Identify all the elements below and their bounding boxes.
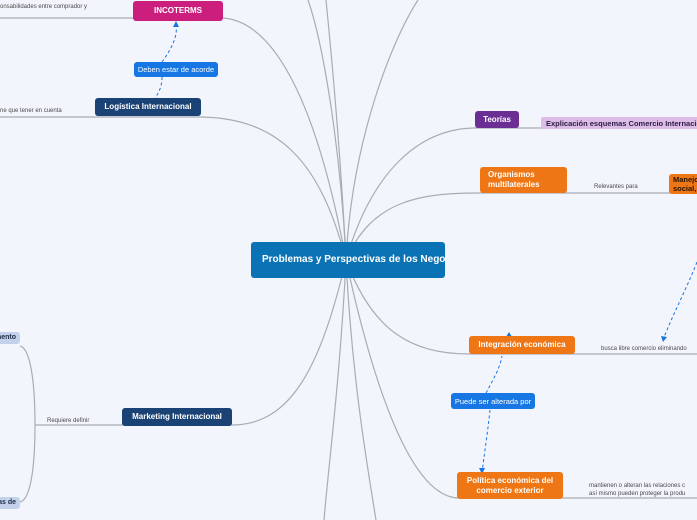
teorias-label: Teorías (483, 114, 511, 124)
incoterms-label: INCOTERMS (154, 6, 202, 16)
puede-relation-label[interactable]: Puede ser alterada por (451, 393, 535, 409)
connector-left-bracket (19, 345, 36, 426)
arrowhead-right (661, 336, 667, 342)
arrowhead-incoterms (173, 21, 179, 27)
marketing-label: Marketing Internacional (132, 412, 222, 422)
integracion-node[interactable]: Integración económica (469, 336, 575, 354)
relation-line-deben-bottom (154, 76, 163, 100)
teorias-node[interactable]: Teorías (475, 111, 519, 128)
arrowhead-integracion (506, 332, 512, 337)
organismos-node[interactable]: Organismos multilaterales (480, 167, 567, 193)
integracion-label: Integración económica (478, 340, 566, 350)
organismos-label: Organismos multilaterales (488, 170, 540, 189)
connector-left-bracket-lower (19, 424, 36, 503)
politica-label: Política económica del comercio exterior (466, 475, 554, 495)
politica-node[interactable]: Política económica del comercio exterior (457, 472, 563, 499)
manejo-node[interactable]: Manejo social, (669, 174, 697, 194)
relation-line-puede-top (485, 355, 503, 394)
marketing-node[interactable]: Marketing Internacional (122, 408, 232, 426)
relation-line-right (662, 261, 697, 341)
central-topic-label: Problemas y Perspectivas de los Negocios… (262, 254, 445, 265)
central-topic[interactable]: Problemas y Perspectivas de los Negocios… (251, 242, 445, 278)
arrowhead-politica (479, 468, 485, 474)
incoterms-node[interactable]: INCOTERMS (133, 1, 223, 21)
relevantes-label: Relevantes para (594, 184, 638, 190)
connector-incoterms (0, 17, 347, 261)
relation-line-deben-top (161, 23, 177, 63)
connector-bottom-2 (345, 259, 377, 520)
asi-mismo-label: así mismo pueden proteger la produ (589, 491, 686, 497)
connector-bottom-1 (323, 259, 347, 520)
connector-teorias (345, 127, 697, 261)
logistica-label: Logística Internacional (104, 102, 192, 112)
connector-top-3 (345, 0, 419, 261)
logistica-node[interactable]: Logística Internacional (95, 98, 201, 116)
mantienen-label: mantienen o alteran las relaciones c (589, 483, 686, 489)
bottom-left-node[interactable]: as de (0, 497, 20, 509)
responsabilidades-label: onsabilidades entre comprador y (0, 4, 88, 10)
connector-organismos (345, 192, 697, 261)
requiere-label: Requiere definir (47, 418, 90, 424)
connector-marketing (35, 259, 347, 426)
segmento-node[interactable]: mento (0, 332, 20, 344)
connector-integracion (345, 259, 697, 355)
relation-line-puede-bottom (481, 409, 491, 474)
connector-top-2 (325, 0, 347, 261)
tener-cuenta-label: ne que tener en cuenta (0, 108, 62, 114)
deben-relation-label[interactable]: Deben estar de acorde (134, 62, 218, 77)
connector-logistica (0, 116, 347, 261)
explicacion-node[interactable]: Explicación esquemas Comercio Internacio… (541, 117, 697, 129)
busca-label: busca libre comercio eliminando (601, 346, 687, 352)
connector-politica (345, 259, 697, 499)
